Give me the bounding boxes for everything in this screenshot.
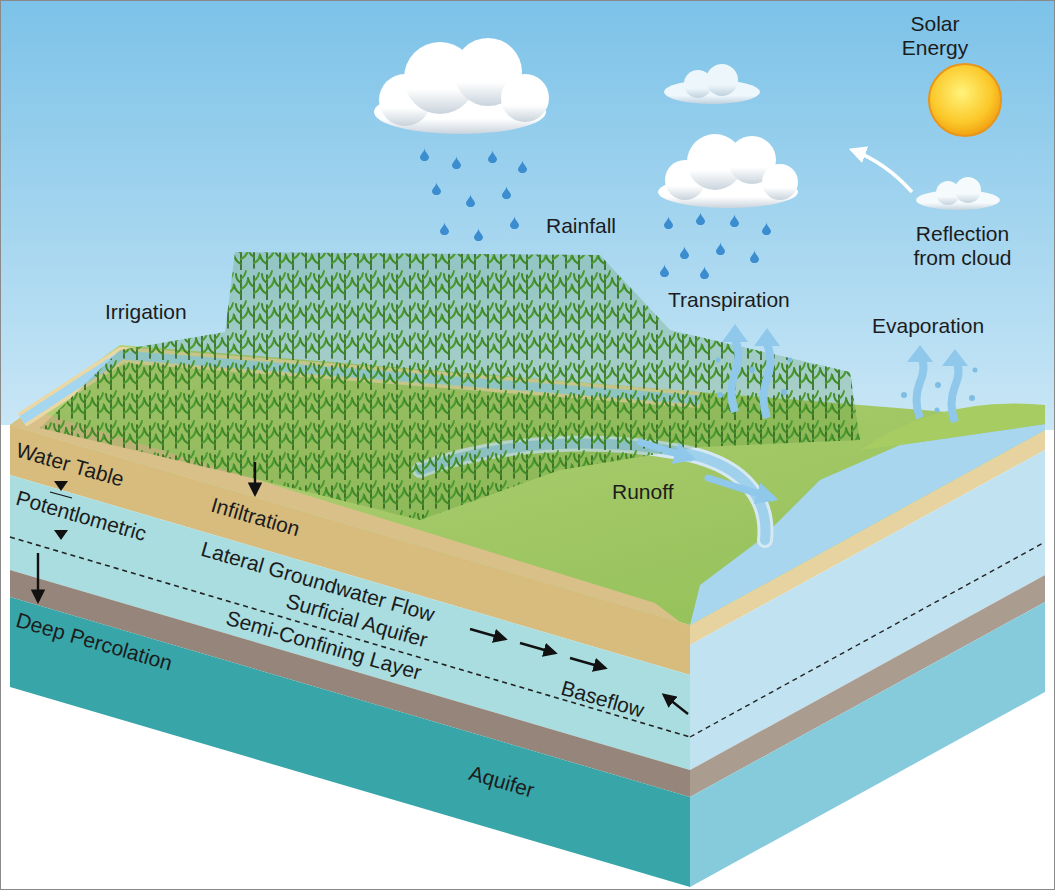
transpiration-arrows xyxy=(716,324,793,418)
diagram-label: Rainfall xyxy=(546,214,616,238)
transpiration-arrows-part xyxy=(716,358,793,399)
raindrops-part xyxy=(510,216,519,229)
clouds-part-part xyxy=(501,74,549,122)
diagram-label: Water Table xyxy=(13,438,126,492)
level-markers-part xyxy=(54,530,68,540)
flow-arrows-part xyxy=(520,643,555,653)
raindrops-part xyxy=(432,182,441,195)
raindrops-part xyxy=(696,212,705,225)
clouds-part-part xyxy=(706,64,738,96)
evaporation-arrows-part-part xyxy=(969,395,975,401)
raindrops-part xyxy=(750,250,759,263)
transpiration-arrows-part xyxy=(764,344,771,418)
evaporation-arrows-part xyxy=(952,358,959,422)
diagram-label: Aquifer xyxy=(466,761,537,803)
clouds xyxy=(374,38,1000,210)
evaporation-arrows-part-part xyxy=(973,368,978,373)
raindrops-part xyxy=(716,242,725,255)
raindrops-part xyxy=(518,160,527,173)
clouds-part xyxy=(916,177,1000,210)
evaporation-arrows-part xyxy=(942,349,968,366)
raindrops-part xyxy=(660,264,669,277)
reflection-arrow-part xyxy=(852,150,912,192)
evaporation-arrows xyxy=(901,345,978,422)
clouds-part xyxy=(658,134,798,208)
block-right-face-part xyxy=(690,602,1045,887)
raindrops-part xyxy=(466,194,475,207)
evaporation-arrows-part xyxy=(907,345,933,362)
raindrops-part xyxy=(440,222,449,235)
clouds-part xyxy=(374,38,549,134)
diagram-label: Evaporation xyxy=(872,314,984,338)
transpiration-arrows-part-part xyxy=(788,358,793,363)
diagram-label: Infiltration xyxy=(208,493,302,541)
raindrops-part xyxy=(502,186,511,199)
raindrops-part xyxy=(488,150,497,163)
level-markers-part xyxy=(54,481,68,491)
raindrops-part xyxy=(762,222,771,235)
clouds-part-part xyxy=(955,177,981,203)
transpiration-arrows-part-part xyxy=(781,389,787,395)
diagram-label: Deep Percolation xyxy=(13,608,175,676)
corn-field xyxy=(40,252,860,520)
block-left-face-part xyxy=(10,597,690,887)
sun xyxy=(929,64,1001,136)
raindrops-part xyxy=(664,216,673,229)
raindrops-part xyxy=(700,266,709,279)
transpiration-arrows-part-part xyxy=(716,358,721,363)
raindrops-part xyxy=(730,214,739,227)
diagram-label: Potentlometric xyxy=(13,486,149,546)
runoff-arrows-part xyxy=(708,478,772,498)
diagram-label: Irrigation xyxy=(105,300,187,324)
flow-arrows-part xyxy=(470,629,505,639)
raindrops-part xyxy=(474,228,483,241)
corn-field-part xyxy=(40,252,860,520)
reflection-arrow xyxy=(852,150,912,192)
diagram-label: Solar Energy xyxy=(885,12,985,60)
diagram-label: Runoff xyxy=(612,480,674,504)
runoff-arrows-part xyxy=(640,442,690,458)
transpiration-arrows-part-part xyxy=(717,392,723,398)
flow-arrows xyxy=(38,462,688,714)
evaporation-arrows-part-part xyxy=(935,382,941,388)
flow-arrows-part xyxy=(570,658,605,668)
transpiration-arrows-part-part xyxy=(749,367,755,373)
flow-arrows-part xyxy=(254,462,256,494)
raindrops-part xyxy=(680,246,689,259)
transpiration-arrows-part xyxy=(722,324,748,342)
clouds-part-part xyxy=(762,164,798,200)
evaporation-arrows-part xyxy=(917,356,924,418)
ground-surface-part xyxy=(690,424,1045,625)
transpiration-arrows-part xyxy=(732,340,739,412)
flow-arrows-part xyxy=(37,553,39,601)
evaporation-arrows-part xyxy=(901,368,978,413)
evaporation-arrows-part-part xyxy=(935,408,940,413)
raindrops-part xyxy=(420,148,429,161)
clouds-part xyxy=(664,64,760,104)
diagram-label: Baseflow xyxy=(558,676,647,723)
diagram-label: Transpiration xyxy=(668,288,790,312)
diagram-label: Reflection from cloud xyxy=(900,222,1025,270)
transpiration-arrows-part xyxy=(754,328,780,346)
raindrops-part xyxy=(452,156,461,169)
evaporation-arrows-part-part xyxy=(901,392,907,398)
sun-part xyxy=(929,64,1001,136)
flow-arrows-part xyxy=(664,695,688,714)
